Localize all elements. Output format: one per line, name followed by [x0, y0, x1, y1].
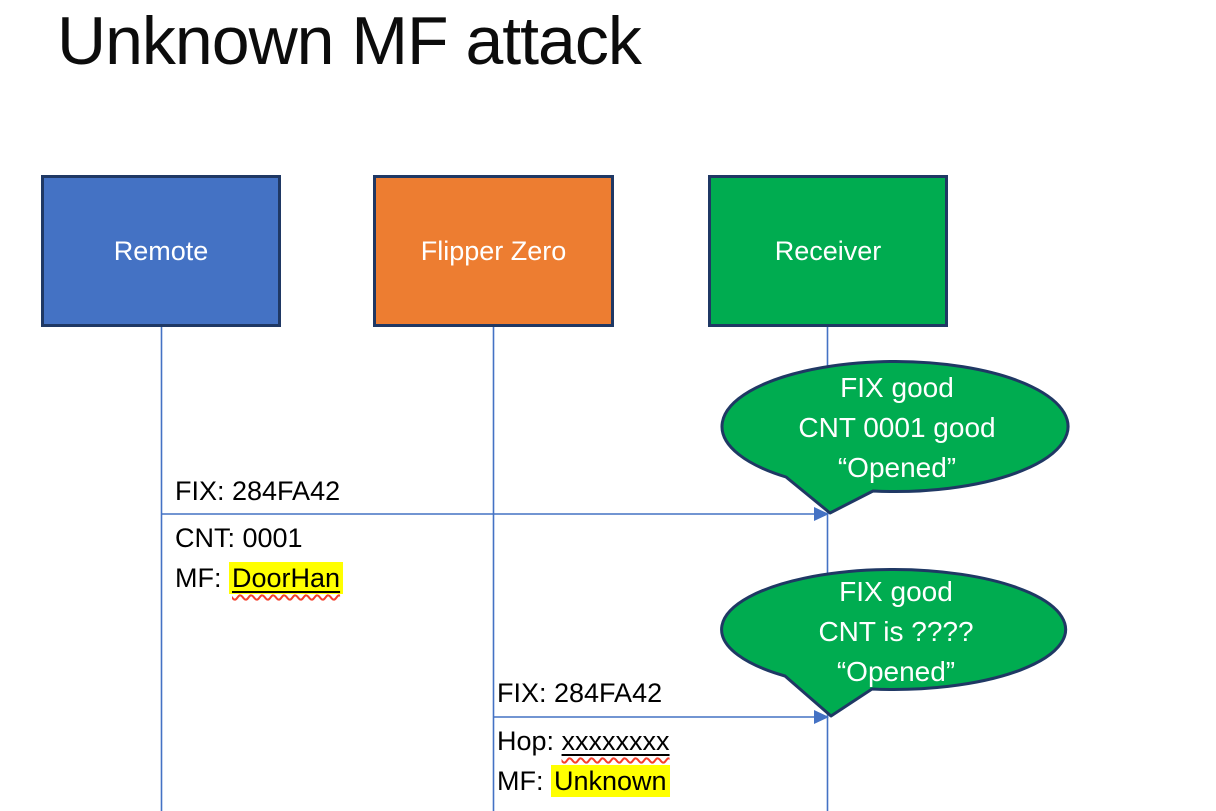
message1-mf-value: DoorHan — [232, 563, 341, 593]
callout1-line2: CNT 0001 good — [798, 412, 996, 443]
message1-label-below: CNT: 0001 MF: DoorHan — [175, 518, 344, 598]
message2-mf-prefix: MF: — [497, 766, 551, 796]
callout2-line2: CNT is ???? — [818, 616, 974, 647]
actor-box-remote: Remote — [41, 175, 281, 327]
message1-mf-line: MF: DoorHan — [175, 558, 344, 598]
callout1-bubble — [720, 360, 1070, 515]
callout2-line1: FIX good — [839, 576, 953, 607]
message2-hop-value-underline: xxxxxxxx — [562, 726, 670, 756]
callout2-bubble — [720, 567, 1068, 718]
message2-hop-value: xxxxxxxx — [561, 726, 670, 756]
message2-label-below: Hop: xxxxxxxx MF: Unknown — [497, 721, 670, 801]
actor-label-receiver: Receiver — [774, 235, 882, 266]
message2-label-above: FIX: 284FA42 — [497, 676, 662, 710]
actor-label-flipper-zero: Flipper Zero — [420, 235, 567, 266]
actor-box-receiver: Receiver — [708, 175, 948, 327]
callout1-line3: “Opened” — [837, 452, 957, 483]
message2-hop-line: Hop: xxxxxxxx — [497, 721, 670, 761]
message1-mf-prefix: MF: — [175, 563, 229, 593]
message1-label-above: FIX: 284FA42 — [175, 474, 340, 508]
message1-mf-value-highlight: DoorHan — [229, 562, 344, 594]
actor-label-remote: Remote — [113, 235, 209, 266]
message2-mf-value: Unknown — [554, 766, 667, 796]
callout1-line1: FIX good — [840, 372, 954, 403]
message2-arrowhead — [814, 710, 829, 724]
actor-box-flipper-zero: Flipper Zero — [373, 175, 614, 327]
message1-fix-text: FIX: 284FA42 — [175, 476, 341, 506]
message2-mf-value-highlight: Unknown — [551, 765, 670, 797]
message2-hop-prefix: Hop: — [497, 726, 562, 756]
callout1-text: FIX good CNT 0001 good “Opened” — [725, 368, 1069, 488]
slide-title: Unknown MF attack — [57, 3, 642, 79]
callout2-line3: “Opened” — [836, 656, 956, 687]
callout2-text: FIX good CNT is ???? “Opened” — [724, 572, 1068, 692]
message2-fix-text: FIX: 284FA42 — [497, 678, 663, 708]
message1-cnt-text: CNT: 0001 — [175, 523, 303, 553]
message2-mf-line: MF: Unknown — [497, 761, 670, 801]
message1-cnt-line: CNT: 0001 — [175, 518, 343, 558]
message1-arrowhead — [814, 507, 829, 521]
